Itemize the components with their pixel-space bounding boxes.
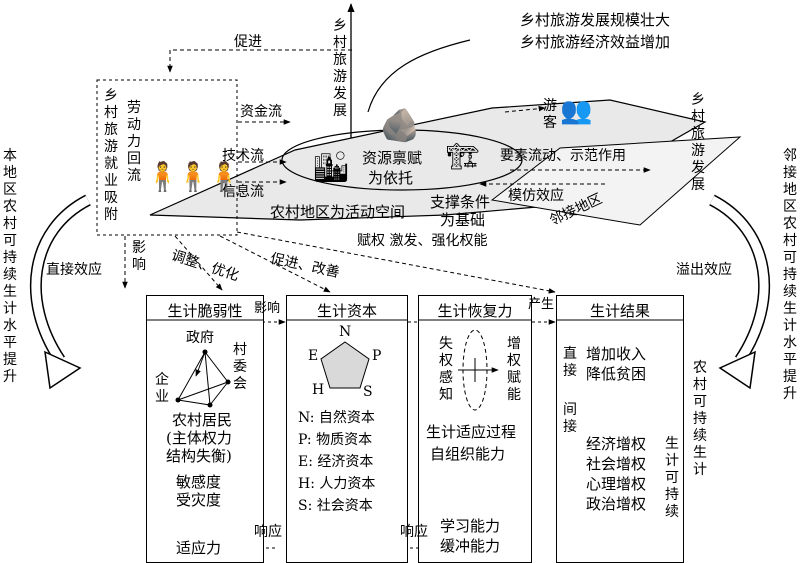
capital-item: S: 社会资本 (298, 498, 373, 514)
gain-label: 增权赋能 (507, 336, 521, 403)
support-line1: 支撑条件 (430, 193, 491, 211)
disaster-label: 受灾度 (176, 491, 222, 509)
learn-label: 学习能力 (440, 517, 501, 535)
capital-item: H: 人力资本 (298, 476, 376, 492)
building-icon: 🏙 (312, 150, 351, 185)
rock-icon: 🪨 (380, 106, 420, 144)
direct-line1: 增加收入 (586, 345, 647, 363)
influence-label: 影响 (132, 240, 146, 273)
outside-vertical-label: 农村可持续生计 (693, 360, 707, 478)
indirect-item: 政治增权 (586, 495, 647, 513)
selforg-label: 自组织能力 (430, 445, 506, 463)
pentagon-N: N (339, 324, 352, 340)
sustainable-label: 生计可持续 (665, 436, 679, 520)
outcome-box (556, 295, 684, 563)
pentagon-S: S (363, 384, 373, 400)
resource-line1: 资源禀赋 (362, 149, 423, 167)
imitation-label: 模仿效应 (508, 188, 564, 204)
respond1-label: 响应 (254, 524, 282, 540)
box1-title: 生计脆弱性 (167, 302, 243, 320)
adjust-arrow (174, 235, 223, 291)
right-vertical-label: 邻接地区农村可持续生计水平提升 (783, 148, 797, 402)
spillover-label: 溢出效应 (676, 262, 732, 278)
resource-ellipse (281, 129, 523, 191)
capital-item: E: 经济资本 (298, 454, 374, 470)
box3-title: 生计恢复力 (437, 302, 513, 320)
left-vertical-label: 本地区农村可持续生计水平提升 (3, 148, 17, 385)
info-flow-label: 信息流 (222, 184, 264, 200)
residents-note2: 结构失衡) (166, 447, 232, 465)
worker-icons: 🧍🧍🧍 (145, 160, 242, 193)
right-axis-label: 乡村旅游发展 (691, 92, 705, 193)
callout-line2: 乡村旅游经济效益增加 (520, 33, 671, 51)
process-label: 生计适应过程 (426, 423, 517, 441)
rural-space-label: 农村地区为活动空间 (270, 203, 406, 221)
box4-title: 生计结果 (589, 302, 650, 320)
capital-item: N: 自然资本 (298, 410, 375, 426)
buffer-label: 缓冲能力 (440, 537, 501, 555)
neighbor-plane (490, 136, 742, 226)
vertical-axis-label: 乡村旅游发展 (333, 18, 347, 119)
residents-note1: (主体权力 (166, 429, 232, 447)
loss-label: 失权感知 (439, 336, 453, 403)
callout-line1: 乡村旅游发展规模壮大 (520, 11, 671, 29)
tourists-label: 游客 (543, 98, 557, 131)
empower-label: 赋权 激发、强化权能 (357, 233, 488, 249)
capital-item: P: 物质资本 (298, 432, 373, 448)
pentagon-E: E (308, 348, 319, 364)
labor-return-label: 劳动力回流 (127, 100, 141, 184)
direct-effect-label: 直接效应 (46, 262, 102, 278)
labor-dashed-box (96, 79, 238, 236)
gov-label: 政府 (186, 330, 214, 346)
factor-flow-label: 要素流动、示范作用 (500, 148, 626, 164)
sens-label: 敏感度 (176, 473, 222, 491)
direct-line2: 降低贫困 (586, 365, 647, 383)
capital-box (286, 295, 408, 563)
direct-label: 直接 (563, 346, 577, 379)
tech-flow-label: 技术流 (222, 148, 264, 164)
promote-arrow (167, 49, 352, 73)
enterprise-label: 企业 (155, 372, 169, 405)
vulnerability-box (146, 295, 264, 563)
support-icon: 🏗 (446, 142, 480, 172)
residents-label: 农村居民 (172, 411, 233, 429)
pentagon-H: H (312, 382, 325, 398)
indirect-item: 社会增权 (586, 455, 647, 473)
indirect-label: 间接 (563, 402, 577, 435)
produce-label: 产生 (528, 297, 555, 312)
adapt-label: 适应力 (176, 539, 222, 557)
indirect-item: 心理增权 (586, 475, 647, 493)
labor-vertical-label: 乡村旅游就业吸附 (104, 88, 118, 223)
respond2-label: 响应 (400, 524, 428, 540)
empower-arrow (236, 231, 556, 294)
callout-line (367, 39, 471, 113)
support-line2: 为基础 (440, 211, 486, 229)
box2-title: 生计资本 (316, 302, 377, 320)
village-label: 村委会 (233, 342, 247, 392)
pentagon-P: P (372, 348, 382, 364)
tourist-icon: 👥 (560, 96, 593, 126)
influence2-label: 影响 (254, 301, 281, 316)
capital-flow-label: 资金流 (240, 104, 282, 120)
resource-line2: 为依托 (368, 169, 414, 187)
promote-label: 促进 (234, 34, 262, 50)
indirect-item: 经济增权 (586, 435, 647, 453)
